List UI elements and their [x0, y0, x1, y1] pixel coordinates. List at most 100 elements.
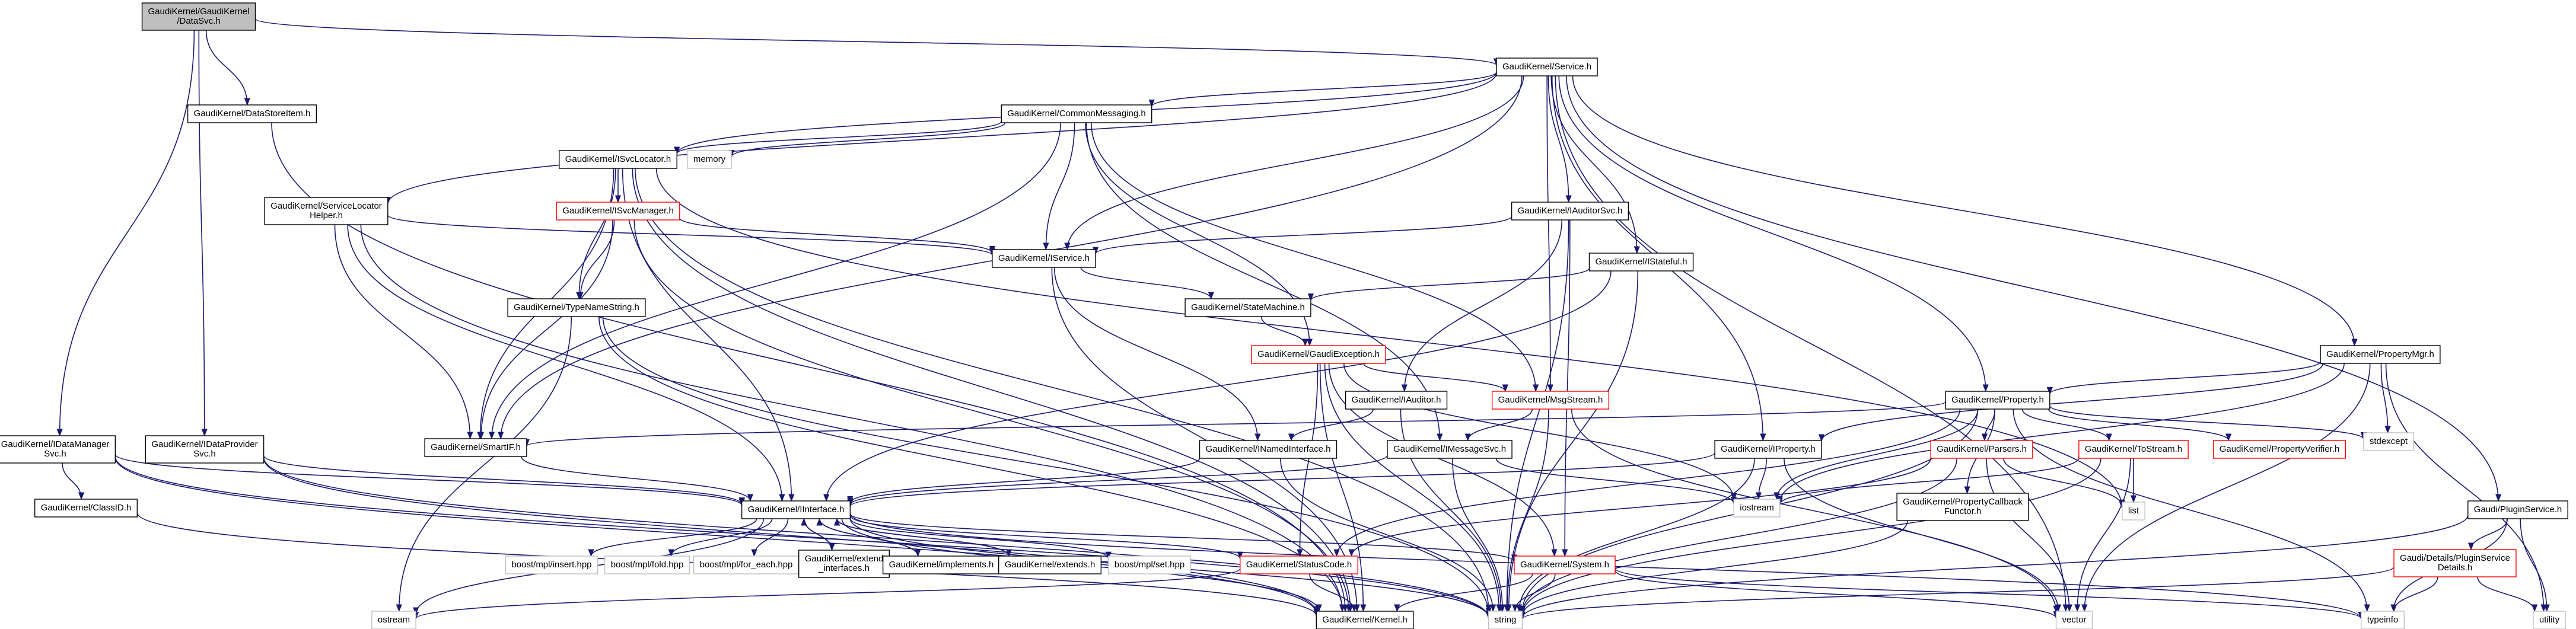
edge-system-to-string [1512, 573, 1556, 612]
node-iauditorsvc[interactable]: GaudiKernel/IAuditorSvc.h [1511, 202, 1629, 221]
node-ostream[interactable]: ostream [371, 611, 416, 629]
node-iproperty[interactable]: GaudiKernel/IProperty.h [1714, 440, 1822, 459]
node-box-statuscode [1240, 555, 1358, 574]
node-label-root: /DataSvc.h [177, 16, 220, 26]
node-box-boostinsert [505, 555, 598, 574]
node-statuscode[interactable]: GaudiKernel/StatusCode.h [1240, 555, 1358, 574]
edge-inamedinterface-to-string [1280, 458, 1496, 612]
edge-imessagesvc-to-iostream [1495, 458, 1737, 505]
edge-idataprovidersvc-to-string [263, 457, 1492, 619]
node-box-propertycallbackfunctor [1896, 493, 2029, 521]
edge-iinterface-to-system [849, 513, 1517, 563]
edge-servicelocatorhelper-to-kernel [360, 224, 1345, 612]
edge-service-to-property [1558, 75, 1989, 392]
node-box-iauditorsvc [1511, 202, 1629, 221]
edge-typenamestring-to-kernel [598, 316, 1346, 612]
node-pluginservice[interactable]: Gaudi/PluginService.h [2467, 500, 2568, 519]
node-box-svclocator [559, 150, 677, 169]
node-istateful[interactable]: GaudiKernel/IStateful.h [1588, 253, 1694, 272]
edge-property-to-stdexcept [2049, 405, 2367, 440]
node-datastoreitem[interactable]: GaudiKernel/DataStoreItem.h [187, 104, 317, 123]
node-list[interactable]: list [2122, 502, 2145, 521]
node-svclocator[interactable]: GaudiKernel/ISvcLocator.h [559, 150, 677, 169]
edge-parsers-to-statuscode [1348, 458, 1931, 557]
node-smartif[interactable]: GaudiKernel/SmartIF.h [424, 438, 527, 457]
node-typeinfo[interactable]: typeinfo [2361, 611, 2405, 629]
node-utility[interactable]: utility [2533, 611, 2566, 629]
edge-commonmessaging-to-smartif [488, 122, 1061, 440]
edge-root-to-service [254, 18, 1499, 66]
node-box-root [141, 2, 256, 31]
node-iservice[interactable]: GaudiKernel/IService.h [992, 249, 1096, 268]
node-label-servicelocatorhelper: GaudiKernel/ServiceLocator [270, 201, 382, 211]
node-root[interactable]: GaudiKernel/GaudiKernel/DataSvc.h [141, 2, 256, 31]
node-memory[interactable]: memory [687, 150, 732, 169]
edge-iauditorsvc-to-iauditor [1401, 219, 1563, 392]
node-system[interactable]: GaudiKernel/System.h [1514, 555, 1616, 574]
node-gaudiexception[interactable]: GaudiKernel/GaudiException.h [1251, 345, 1386, 364]
node-commonmessaging[interactable]: GaudiKernel/CommonMessaging.h [1001, 104, 1152, 123]
node-isvcmanager[interactable]: GaudiKernel/ISvcManager.h [556, 202, 680, 221]
edge-msgstream-to-vector [1571, 408, 2059, 614]
node-boostset[interactable]: boost/mpl/set.hpp [1108, 555, 1191, 574]
node-boostfold[interactable]: boost/mpl/fold.hpp [604, 555, 690, 574]
node-box-service [1496, 58, 1598, 76]
node-label-idataprovidersvc: Svc.h [193, 449, 216, 459]
node-classid[interactable]: GaudiKernel/ClassID.h [34, 499, 138, 518]
node-label-typenamestring: GaudiKernel/TypeNameString.h [514, 302, 639, 312]
node-label-implements: GaudiKernel/implements.h [889, 560, 994, 570]
node-boostforeach[interactable]: boost/mpl/for_each.hpp [693, 555, 800, 574]
edge-parsers-to-string [1519, 458, 1957, 615]
node-service[interactable]: GaudiKernel/Service.h [1496, 58, 1598, 76]
node-iostream[interactable]: iostream [1733, 499, 1781, 518]
edge-imessagesvc-to-string [1452, 458, 1506, 612]
node-tostream[interactable]: GaudiKernel/ToStream.h [2078, 440, 2189, 459]
node-label-statemachine: GaudiKernel/StateMachine.h [1191, 302, 1305, 312]
node-label-extendinterfaces: GaudiKernel/extend [805, 554, 884, 564]
node-label-propertycallbackfunctor: Functor.h [1944, 506, 1982, 516]
node-box-tostream [2078, 440, 2189, 459]
edge-gaudiexception-to-iostream [1343, 363, 1737, 501]
node-kernel[interactable]: GaudiKernel/Kernel.h [1316, 611, 1414, 629]
edge-commonmessaging-to-memory [728, 122, 1006, 158]
node-box-implements [882, 555, 1001, 574]
node-property[interactable]: GaudiKernel/Property.h [1945, 391, 2050, 410]
node-box-pluginservicedetails [2393, 549, 2517, 577]
node-vector[interactable]: vector [2055, 611, 2093, 629]
node-typenamestring[interactable]: GaudiKernel/TypeNameString.h [507, 298, 646, 317]
node-parsers[interactable]: GaudiKernel/Parsers.h [1930, 440, 2033, 459]
edge-system-to-typeinfo [1615, 568, 2364, 620]
node-stdexcept[interactable]: stdexcept [2363, 432, 2414, 451]
node-extendinterfaces[interactable]: GaudiKernel/extend_interfaces.h [798, 550, 890, 578]
edge-pluginservicedetails-to-utility [2477, 576, 2538, 612]
node-label-utility: utility [2539, 615, 2560, 625]
edge-iinterface-to-boostforeach [751, 518, 789, 557]
node-iauditor[interactable]: GaudiKernel/IAuditor.h [1345, 391, 1448, 410]
node-extends[interactable]: GaudiKernel/extends.h [998, 555, 1102, 574]
node-label-iproperty: GaudiKernel/IProperty.h [1721, 444, 1816, 454]
node-implements[interactable]: GaudiKernel/implements.h [882, 555, 1001, 574]
node-iinterface[interactable]: GaudiKernel/IInterface.h [741, 500, 851, 519]
node-label-vector: vector [2062, 615, 2087, 625]
node-boostinsert[interactable]: boost/mpl/insert.hpp [505, 555, 598, 574]
node-statemachine[interactable]: GaudiKernel/StateMachine.h [1184, 298, 1311, 317]
node-propertyverifier[interactable]: GaudiKernel/PropertyVerifier.h [2212, 440, 2346, 459]
node-propertymgr[interactable]: GaudiKernel/PropertyMgr.h [2320, 345, 2441, 364]
edge-propertymgr-to-iostream [1776, 363, 2345, 503]
node-label-parsers: GaudiKernel/Parsers.h [1937, 444, 2027, 454]
node-msgstream[interactable]: GaudiKernel/MsgStream.h [1491, 391, 1610, 410]
node-box-list [2122, 502, 2145, 521]
node-string[interactable]: string [1488, 611, 1523, 629]
node-label-stdexcept: stdexcept [2370, 436, 2408, 446]
node-box-iproperty [1714, 440, 1822, 459]
edge-root-to-datastoreitem [205, 30, 250, 106]
node-imessagesvc[interactable]: GaudiKernel/IMessageSvc.h [1387, 440, 1513, 459]
node-label-property: GaudiKernel/Property.h [1951, 395, 2044, 405]
node-inamedinterface[interactable]: GaudiKernel/INamedInterface.h [1199, 440, 1338, 459]
node-label-boostset: boost/mpl/set.hpp [1115, 560, 1184, 570]
